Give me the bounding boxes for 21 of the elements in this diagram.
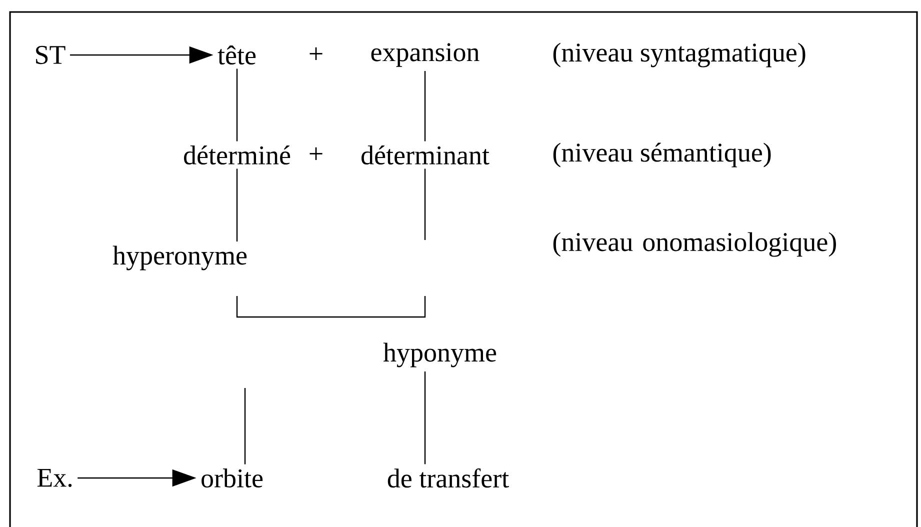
term: déterminé xyxy=(184,145,290,165)
term: hyponyme xyxy=(383,342,496,368)
plus-sign: + xyxy=(310,47,322,60)
level-note: (niveau sémantique) xyxy=(553,142,771,168)
level-note: (niveau onomasiologique) xyxy=(553,232,836,257)
connector-line xyxy=(244,388,246,464)
connector-line xyxy=(236,168,238,242)
term: déterminant xyxy=(362,145,490,165)
term: tête xyxy=(218,45,256,65)
term: expansion xyxy=(371,43,480,67)
term: Ex. xyxy=(37,468,72,488)
term: hyperonyme xyxy=(112,246,247,270)
connector-line xyxy=(424,371,426,464)
plus-sign: + xyxy=(310,147,322,160)
term: ST xyxy=(36,46,66,64)
term: orbite xyxy=(202,468,263,488)
connector-line xyxy=(424,168,426,240)
level-note: (niveau syntagmatique) xyxy=(553,42,806,68)
connector-line xyxy=(236,68,238,142)
term: de transfert xyxy=(388,468,509,488)
connector-line xyxy=(424,71,426,142)
